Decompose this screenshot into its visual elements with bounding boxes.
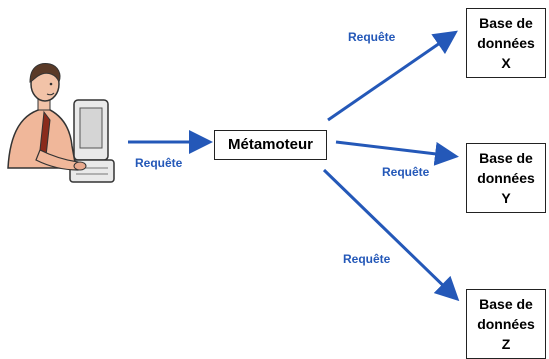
arrow-engine-to-y <box>335 140 459 166</box>
database-x-box: Base de données X <box>466 8 546 78</box>
arrow-engine-to-x <box>327 30 458 122</box>
database-z-line-2: données <box>477 316 535 332</box>
database-x-line-1: Base de <box>479 15 533 31</box>
edge-label-user-to-engine: Requête <box>135 156 183 170</box>
database-z-line-1: Base de <box>479 296 533 312</box>
arrow-engine-to-z <box>322 168 460 302</box>
edge-label-engine-to-y: Requête <box>382 165 430 179</box>
database-x-line-2: données <box>477 35 535 51</box>
database-y-box: Base de données Y <box>466 143 546 213</box>
metamoteur-box: Métamoteur <box>214 130 327 160</box>
database-z-box: Base de données Z <box>466 289 546 359</box>
database-y-line-2: données <box>477 170 535 186</box>
database-y-line-3: Y <box>501 190 511 206</box>
edge-label-engine-to-z: Requête <box>343 252 391 266</box>
database-z-line-3: Z <box>501 336 511 352</box>
edge-label-engine-to-x: Requête <box>348 30 396 44</box>
database-x-line-3: X <box>501 55 511 71</box>
database-y-line-1: Base de <box>479 150 533 166</box>
